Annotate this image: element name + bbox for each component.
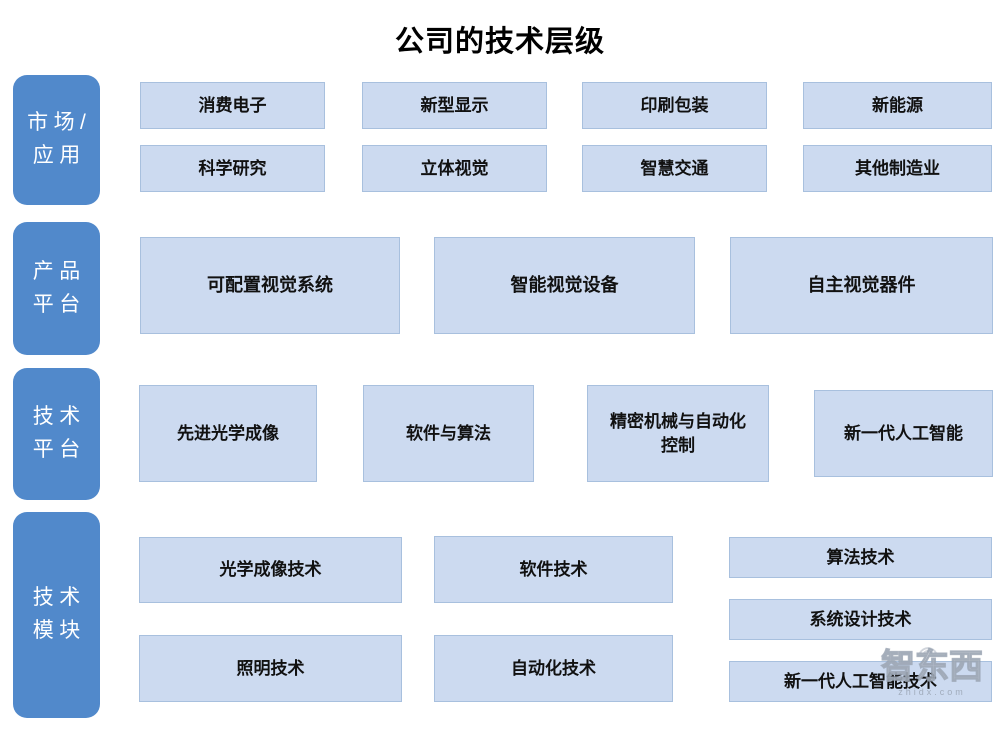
- category-label-line: 产品: [32, 259, 86, 283]
- box-next-gen-ai: 新一代人工智能: [814, 390, 993, 477]
- category-market-application: 市场/ 应用: [13, 75, 100, 205]
- box-new-display: 新型显示: [362, 82, 547, 129]
- category-label-line: 平台: [32, 438, 86, 461]
- box-scientific-research: 科学研究: [140, 145, 325, 192]
- box-system-design-tech: 系统设计技术: [729, 599, 992, 640]
- box-precision-mechanics-automation: 精密机械与自动化控制: [587, 385, 769, 482]
- category-label-line: 应用: [32, 144, 86, 167]
- box-consumer-electronics: 消费电子: [140, 82, 325, 129]
- category-technology-platform: 技术 平台: [13, 368, 100, 500]
- box-software-tech: 软件技术: [434, 536, 673, 603]
- box-advanced-optical-imaging: 先进光学成像: [139, 385, 317, 482]
- box-lighting-tech: 照明技术: [139, 635, 402, 702]
- box-autonomous-vision-components: 自主视觉器件: [730, 237, 993, 334]
- category-label-line: 技术: [32, 405, 86, 429]
- box-printing-packaging: 印刷包装: [582, 82, 767, 129]
- box-automation-tech: 自动化技术: [434, 635, 673, 702]
- box-smart-vision-devices: 智能视觉设备: [434, 237, 695, 334]
- category-label-line: 模块: [32, 619, 86, 642]
- box-smart-transportation: 智慧交通: [582, 145, 767, 192]
- box-next-gen-ai-tech: 新一代人工智能技术: [729, 661, 992, 702]
- diagram-title: 公司的技术层级: [394, 26, 605, 58]
- signal-arc-icon: [919, 647, 937, 654]
- box-configurable-vision-systems: 可配置视觉系统: [140, 237, 400, 334]
- box-software-and-algorithms: 软件与算法: [363, 385, 534, 482]
- box-new-energy: 新能源: [803, 82, 992, 129]
- category-technology-module: 技术 模块: [13, 512, 100, 718]
- category-label-line: 平台: [32, 292, 86, 316]
- box-optical-imaging-tech: 光学成像技术: [139, 537, 402, 603]
- box-stereo-vision: 立体视觉: [362, 145, 547, 192]
- box-algorithm-tech: 算法技术: [729, 537, 992, 578]
- box-other-manufacturing: 其他制造业: [803, 145, 992, 192]
- category-product-platform: 产品 平台: [13, 222, 100, 355]
- category-label-line: 技术: [32, 586, 86, 610]
- category-label-line: 市场/: [27, 111, 92, 135]
